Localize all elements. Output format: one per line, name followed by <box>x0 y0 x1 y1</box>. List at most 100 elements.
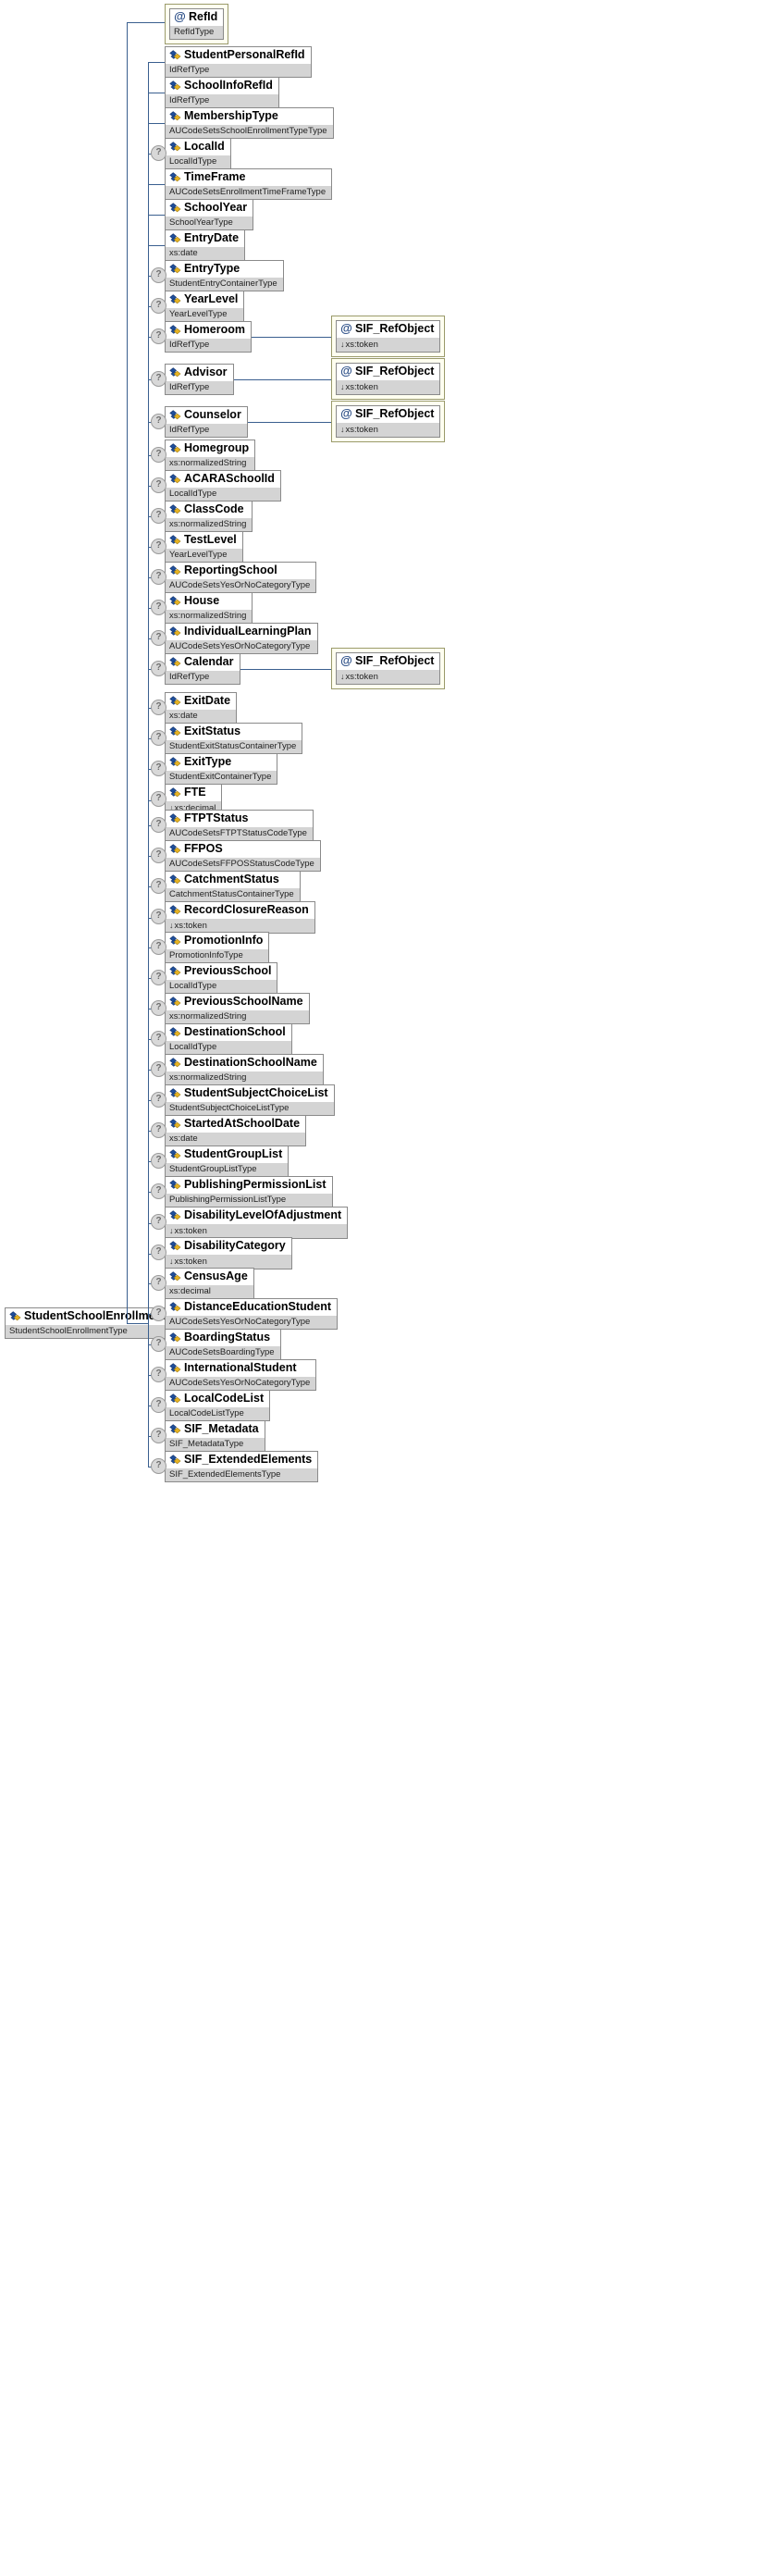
ref-object-node-counselor[interactable]: @SIF_RefObject↓xs:token <box>331 401 446 442</box>
element-diamond-icon <box>169 874 181 885</box>
node-name: ReportingSchool <box>166 563 315 578</box>
child-node-disabilitycategory[interactable]: DisabilityCategory↓xs:token <box>165 1237 292 1269</box>
node-type: xs:date <box>166 709 237 723</box>
node-name: DestinationSchoolName <box>166 1055 323 1071</box>
node-type-text: xs:token <box>345 382 378 392</box>
node-type-text: PublishingPermissionListType <box>169 1195 287 1205</box>
element-diamond-icon <box>169 535 181 545</box>
element-diamond-icon <box>169 264 181 274</box>
node-name-text: StudentGroupList <box>184 1147 283 1160</box>
node-name: StudentPersonalRefId <box>166 47 311 63</box>
restriction-arrow-icon: ↓ <box>340 382 345 391</box>
node-type: ↓xs:token <box>337 379 440 394</box>
optional-marker-exitstatus: ? <box>151 730 166 746</box>
node-type: xs:date <box>166 1132 306 1146</box>
connector-line <box>234 379 331 380</box>
optional-marker-ftptstatus: ? <box>151 817 166 833</box>
element-diamond-icon <box>169 80 181 91</box>
node-type-text: xs:normalizedString <box>169 1072 247 1083</box>
node-type: YearLevelType <box>166 548 242 562</box>
ref-object-node-advisor[interactable]: @SIF_RefObject↓xs:token <box>331 358 446 400</box>
child-node-ffpos[interactable]: FFPOS AUCodeSetsFFPOSStatusCodeType <box>165 840 321 872</box>
child-node-startedatschooldate[interactable]: StartedAtSchoolDate xs:date <box>165 1115 307 1146</box>
ref-object-node-calendar[interactable]: @SIF_RefObject↓xs:token <box>331 648 446 689</box>
connector-line <box>127 1323 148 1324</box>
optional-marker-sif_metadata: ? <box>151 1428 166 1443</box>
node-name-text: House <box>184 594 220 607</box>
node-name: MembershipType <box>166 108 333 124</box>
node-type: AUCodeSetsFFPOSStatusCodeType <box>166 857 320 871</box>
svg-text:@: @ <box>340 407 352 419</box>
optional-marker-fte: ? <box>151 791 166 807</box>
node-name: Homegroup <box>166 440 254 456</box>
ref-object-node-homeroom[interactable]: @SIF_RefObject↓xs:token <box>331 316 446 357</box>
node-name-text: StartedAtSchoolDate <box>184 1117 301 1130</box>
node-type-text: AUCodeSetsFTPTStatusCodeType <box>169 828 307 838</box>
node-type-text: YearLevelType <box>169 550 228 560</box>
node-name-text: ExitStatus <box>184 724 241 737</box>
connector-line <box>252 337 331 338</box>
node-name: ExitType <box>166 754 277 770</box>
element-diamond-icon <box>169 1424 181 1434</box>
element-diamond-icon <box>169 626 181 637</box>
at-sign-icon: @ <box>340 654 352 666</box>
node-type-text: IdRefType <box>169 382 210 392</box>
node-name-text: SIF_RefObject <box>355 365 435 378</box>
node-name: Calendar <box>166 654 240 670</box>
child-node-disabilitylevelofadjustment[interactable]: DisabilityLevelOfAdjustment↓xs:token <box>165 1207 349 1239</box>
optional-marker-distanceeducationstudent: ? <box>151 1306 166 1321</box>
optional-marker-censusage: ? <box>151 1275 166 1291</box>
node-type-text: PromotionInfoType <box>169 950 243 960</box>
node-name-text: SIF_RefObject <box>355 407 435 420</box>
node-name: TestLevel <box>166 532 242 548</box>
child-node-recordclosurereason[interactable]: RecordClosureReason↓xs:token <box>165 901 315 934</box>
element-diamond-icon <box>169 935 181 946</box>
node-type-text: xs:token <box>345 340 378 350</box>
node-type-text: RefIdType <box>174 27 215 37</box>
node-name: Counselor <box>166 407 247 423</box>
node-name-text: FFPOS <box>184 842 223 855</box>
